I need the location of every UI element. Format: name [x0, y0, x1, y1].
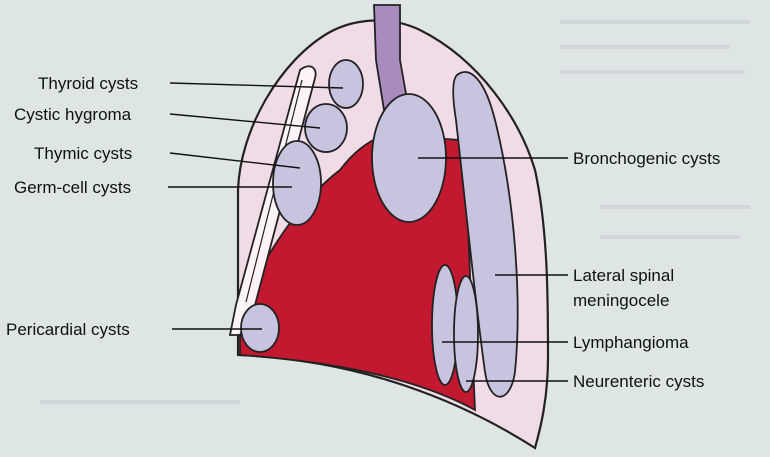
label-bronchogenic-cysts: Bronchogenic cysts	[573, 149, 720, 168]
label-cystic-hygroma: Cystic hygroma	[14, 105, 132, 124]
pericardial-cyst	[240, 303, 280, 353]
leader-thymic	[169, 152, 301, 169]
background-texture	[40, 20, 750, 404]
sternum-strip	[228, 65, 317, 336]
thyroid-cyst	[328, 59, 364, 109]
cystic-hygroma	[304, 103, 348, 153]
neurenteric-cyst	[453, 275, 479, 393]
label-thymic-cysts: Thymic cysts	[34, 144, 132, 163]
leader-lines	[168, 82, 568, 382]
lateral-spinal-meningocele	[452, 71, 519, 398]
label-lymphangioma: Lymphangioma	[573, 333, 689, 352]
label-germ-cell-cysts: Germ-cell cysts	[14, 178, 131, 197]
leader-hygroma	[169, 113, 321, 129]
leader-thyroid	[169, 82, 344, 89]
label-meningocele: meningocele	[573, 291, 669, 310]
label-lateral-spinal: Lateral spinal	[573, 266, 674, 285]
germ-cell-cyst	[272, 140, 322, 226]
label-neurenteric-cysts: Neurenteric cysts	[573, 372, 704, 391]
label-thyroid-cysts: Thyroid cysts	[38, 74, 138, 93]
label-pericardial-cysts: Pericardial cysts	[6, 320, 130, 339]
